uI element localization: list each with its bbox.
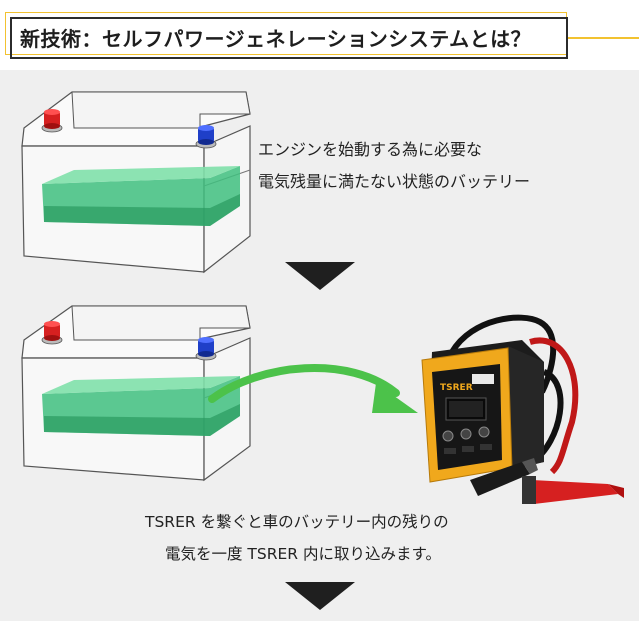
page-title: 新技術：セルフパワージェネレーションシステムとは？ — [20, 27, 532, 51]
low-battery-illustration — [21, 91, 251, 274]
positive-terminal-icon — [41, 109, 63, 133]
transfer-arrow-icon — [208, 364, 418, 413]
connected-battery-illustration — [21, 305, 251, 482]
black-clamp-icon — [470, 458, 538, 496]
title-accent-line — [568, 37, 639, 39]
positive-terminal-icon — [41, 321, 63, 345]
step2-caption-line1: TSRER を繋ぐと車のバッテリー内の残りの — [145, 513, 449, 531]
down-arrow-icon — [285, 582, 355, 610]
step1-caption-line1: エンジンを始動する為に必要な — [258, 140, 483, 159]
title-frame — [10, 17, 568, 59]
header: 新技術：セルフパワージェネレーションシステムとは？ — [0, 0, 639, 70]
negative-terminal-icon — [195, 125, 217, 149]
tsrer-jump-starter-illustration: TSRER — [421, 314, 624, 504]
device-brand-label: TSRER — [440, 383, 473, 393]
down-arrow-icon — [285, 262, 355, 290]
negative-terminal-icon — [195, 337, 217, 361]
red-clamp-icon — [522, 476, 624, 504]
step2-caption-line2: 電気を一度 TSRER 内に取り込みます。 — [165, 545, 441, 563]
step1-caption-line2: 電気残量に満たない状態のバッテリー — [258, 172, 531, 191]
